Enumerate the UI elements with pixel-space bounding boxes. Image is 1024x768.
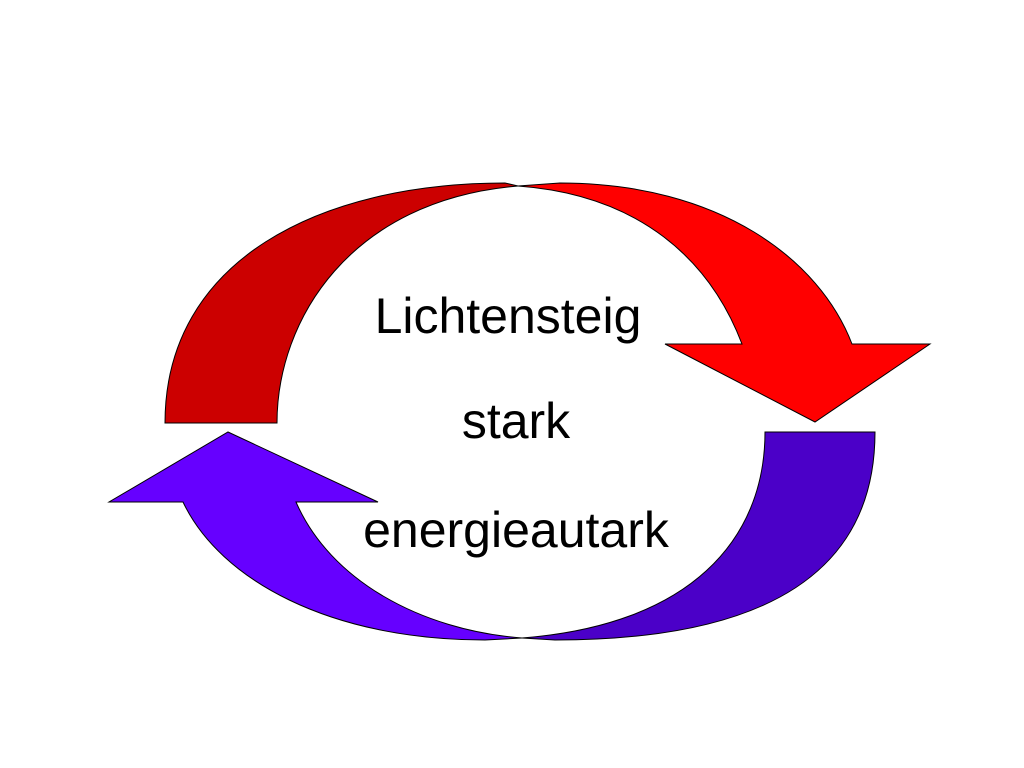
line-stark: stark (462, 393, 571, 449)
line-lichtensteig: Lichtensteig (375, 288, 642, 344)
arrow-bottom-left (107, 431, 523, 641)
line-energieautark: energieautark (363, 502, 670, 558)
arrow-top-left-arc (164, 182, 519, 424)
arrow-bottom-right-arc (521, 431, 876, 641)
arrow-top-right (517, 182, 932, 423)
